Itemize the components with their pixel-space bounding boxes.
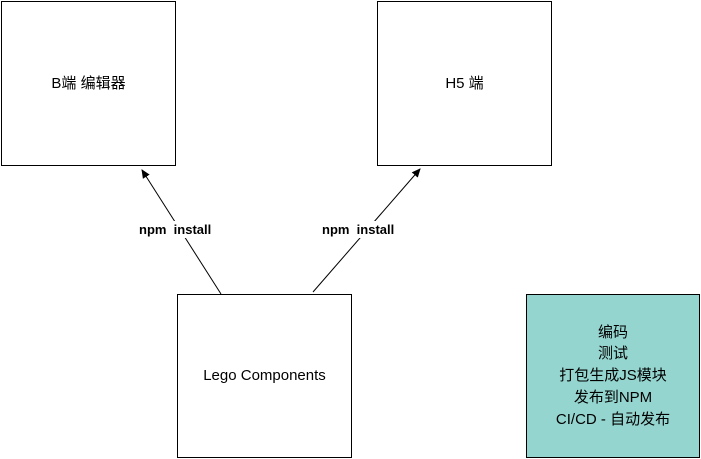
lego-components-node: Lego Components — [177, 294, 352, 458]
edge-label-left: npm install — [136, 221, 215, 238]
h5-label: H5 端 — [445, 74, 484, 92]
process-notes-node: 编码 测试 打包生成JS模块 发布到NPM CI/CD - 自动发布 — [526, 294, 700, 458]
notes-line-encode: 编码 — [597, 323, 628, 341]
notes-line-test: 测试 — [597, 345, 628, 363]
notes-line-build: 打包生成JS模块 — [559, 367, 667, 385]
b-editor-node: B端 编辑器 — [1, 1, 176, 166]
h5-node: H5 端 — [377, 1, 552, 166]
lego-components-label: Lego Components — [203, 367, 326, 385]
notes-line-cicd: CI/CD - 自动发布 — [555, 410, 671, 428]
notes-line-publish: 发布到NPM — [573, 388, 653, 406]
edge-label-right: npm install — [319, 221, 398, 238]
b-editor-label: B端 编辑器 — [51, 74, 126, 92]
